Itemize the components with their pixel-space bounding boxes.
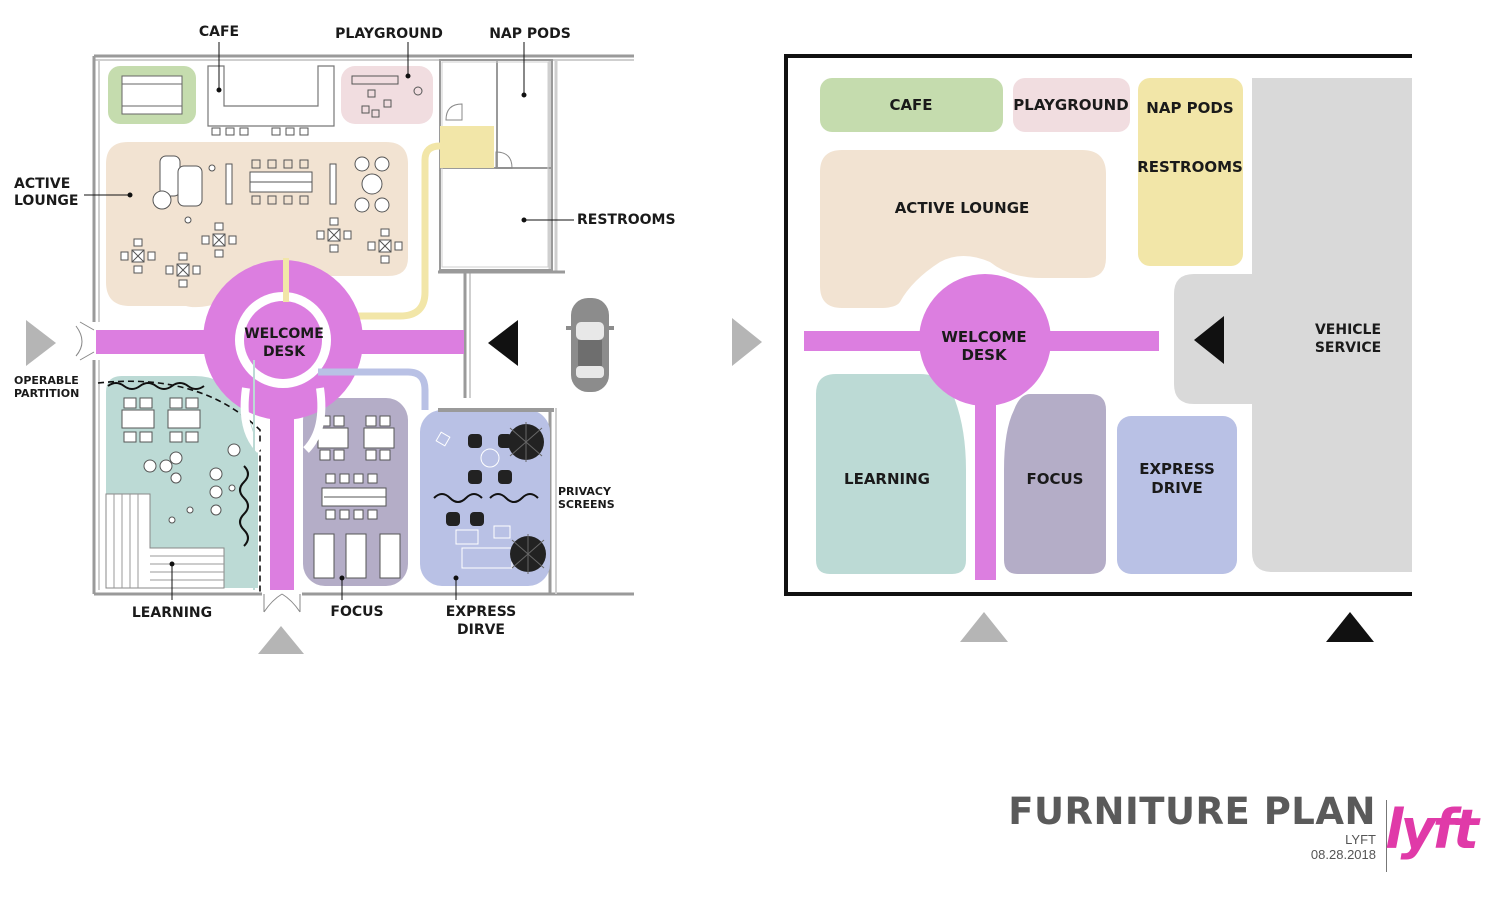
left-label-playground: PLAYGROUND bbox=[335, 26, 443, 42]
left-lounge-tables bbox=[120, 217, 403, 288]
left-floor-plan: CAFE PLAYGROUND NAP PODS ACTIVE LOUNGE R… bbox=[14, 24, 676, 654]
left-label-nap-pods: NAP PODS bbox=[489, 26, 571, 42]
right-label-welcome-1: WELCOME bbox=[941, 328, 1026, 346]
right-block-plan: CAFE PLAYGROUND NAP PODS RESTROOMS ACTIV… bbox=[732, 52, 1506, 642]
car-icon bbox=[566, 298, 614, 392]
right-label-express-2: DRIVE bbox=[1151, 479, 1202, 497]
client-name: LYFT bbox=[1345, 832, 1376, 847]
arrow-up-black-icon bbox=[1326, 612, 1374, 642]
lyft-logo: lyft bbox=[1384, 798, 1479, 861]
right-active-lounge-zone bbox=[820, 150, 1106, 308]
title-block: FURNITURE PLAN LYFT 08.28.2018 lyft bbox=[986, 790, 1506, 880]
arrow-up-gray-icon bbox=[258, 626, 304, 654]
plan-date: 08.28.2018 bbox=[1310, 847, 1376, 862]
left-playground-zone bbox=[341, 66, 433, 124]
right-vehicle-service-zone bbox=[1174, 78, 1414, 572]
left-label-welcome-1: WELCOME bbox=[244, 326, 324, 342]
right-label-vehicle-1: VEHICLE bbox=[1315, 322, 1381, 338]
left-label-operable-1: OPERABLE bbox=[14, 374, 79, 387]
right-label-playground: PLAYGROUND bbox=[1013, 96, 1128, 114]
arrow-right-gray-icon bbox=[26, 320, 56, 366]
left-label-focus: FOCUS bbox=[330, 604, 383, 620]
right-label-focus: FOCUS bbox=[1027, 470, 1084, 488]
left-label-express-2: DIRVE bbox=[457, 622, 505, 638]
right-focus-zone bbox=[1004, 394, 1106, 574]
right-label-cafe: CAFE bbox=[889, 96, 932, 114]
right-cafe-zone bbox=[820, 78, 1003, 132]
left-label-learning: LEARNING bbox=[132, 605, 212, 621]
title-divider bbox=[1386, 800, 1387, 872]
right-label-express-1: EXPRESS bbox=[1139, 460, 1215, 478]
right-label-vehicle-2: SERVICE bbox=[1315, 340, 1381, 356]
page-title: FURNITURE PLAN bbox=[1008, 790, 1376, 833]
left-label-privacy-1: PRIVACY bbox=[558, 485, 612, 498]
left-label-express-1: EXPRESS bbox=[446, 604, 517, 620]
right-label-active-lounge: ACTIVE LOUNGE bbox=[895, 199, 1030, 217]
arrow-left-black-icon bbox=[1194, 316, 1224, 364]
right-express-drive-zone bbox=[1117, 416, 1237, 574]
right-welcome-hub bbox=[919, 274, 1051, 406]
right-playground-zone bbox=[1013, 78, 1130, 132]
left-label-privacy-2: SCREENS bbox=[558, 498, 615, 511]
right-label-welcome-2: DESK bbox=[961, 346, 1008, 364]
right-learning-zone bbox=[816, 374, 966, 574]
left-label-operable-2: PARTITION bbox=[14, 387, 79, 400]
left-label-active-2: LOUNGE bbox=[14, 193, 78, 209]
arrow-up-gray-icon bbox=[960, 612, 1008, 642]
arrow-right-gray-icon bbox=[732, 318, 762, 366]
left-label-welcome-2: DESK bbox=[263, 344, 306, 360]
right-nap-restrooms-zone bbox=[1138, 78, 1243, 266]
left-label-cafe: CAFE bbox=[199, 24, 239, 40]
left-label-active-1: ACTIVE bbox=[14, 176, 70, 192]
right-label-restrooms: RESTROOMS bbox=[1137, 158, 1243, 176]
right-label-learning: LEARNING bbox=[844, 470, 930, 488]
arrow-left-black-icon bbox=[488, 320, 518, 366]
left-label-restrooms: RESTROOMS bbox=[577, 212, 676, 228]
right-label-nap-pods: NAP PODS bbox=[1146, 99, 1233, 117]
